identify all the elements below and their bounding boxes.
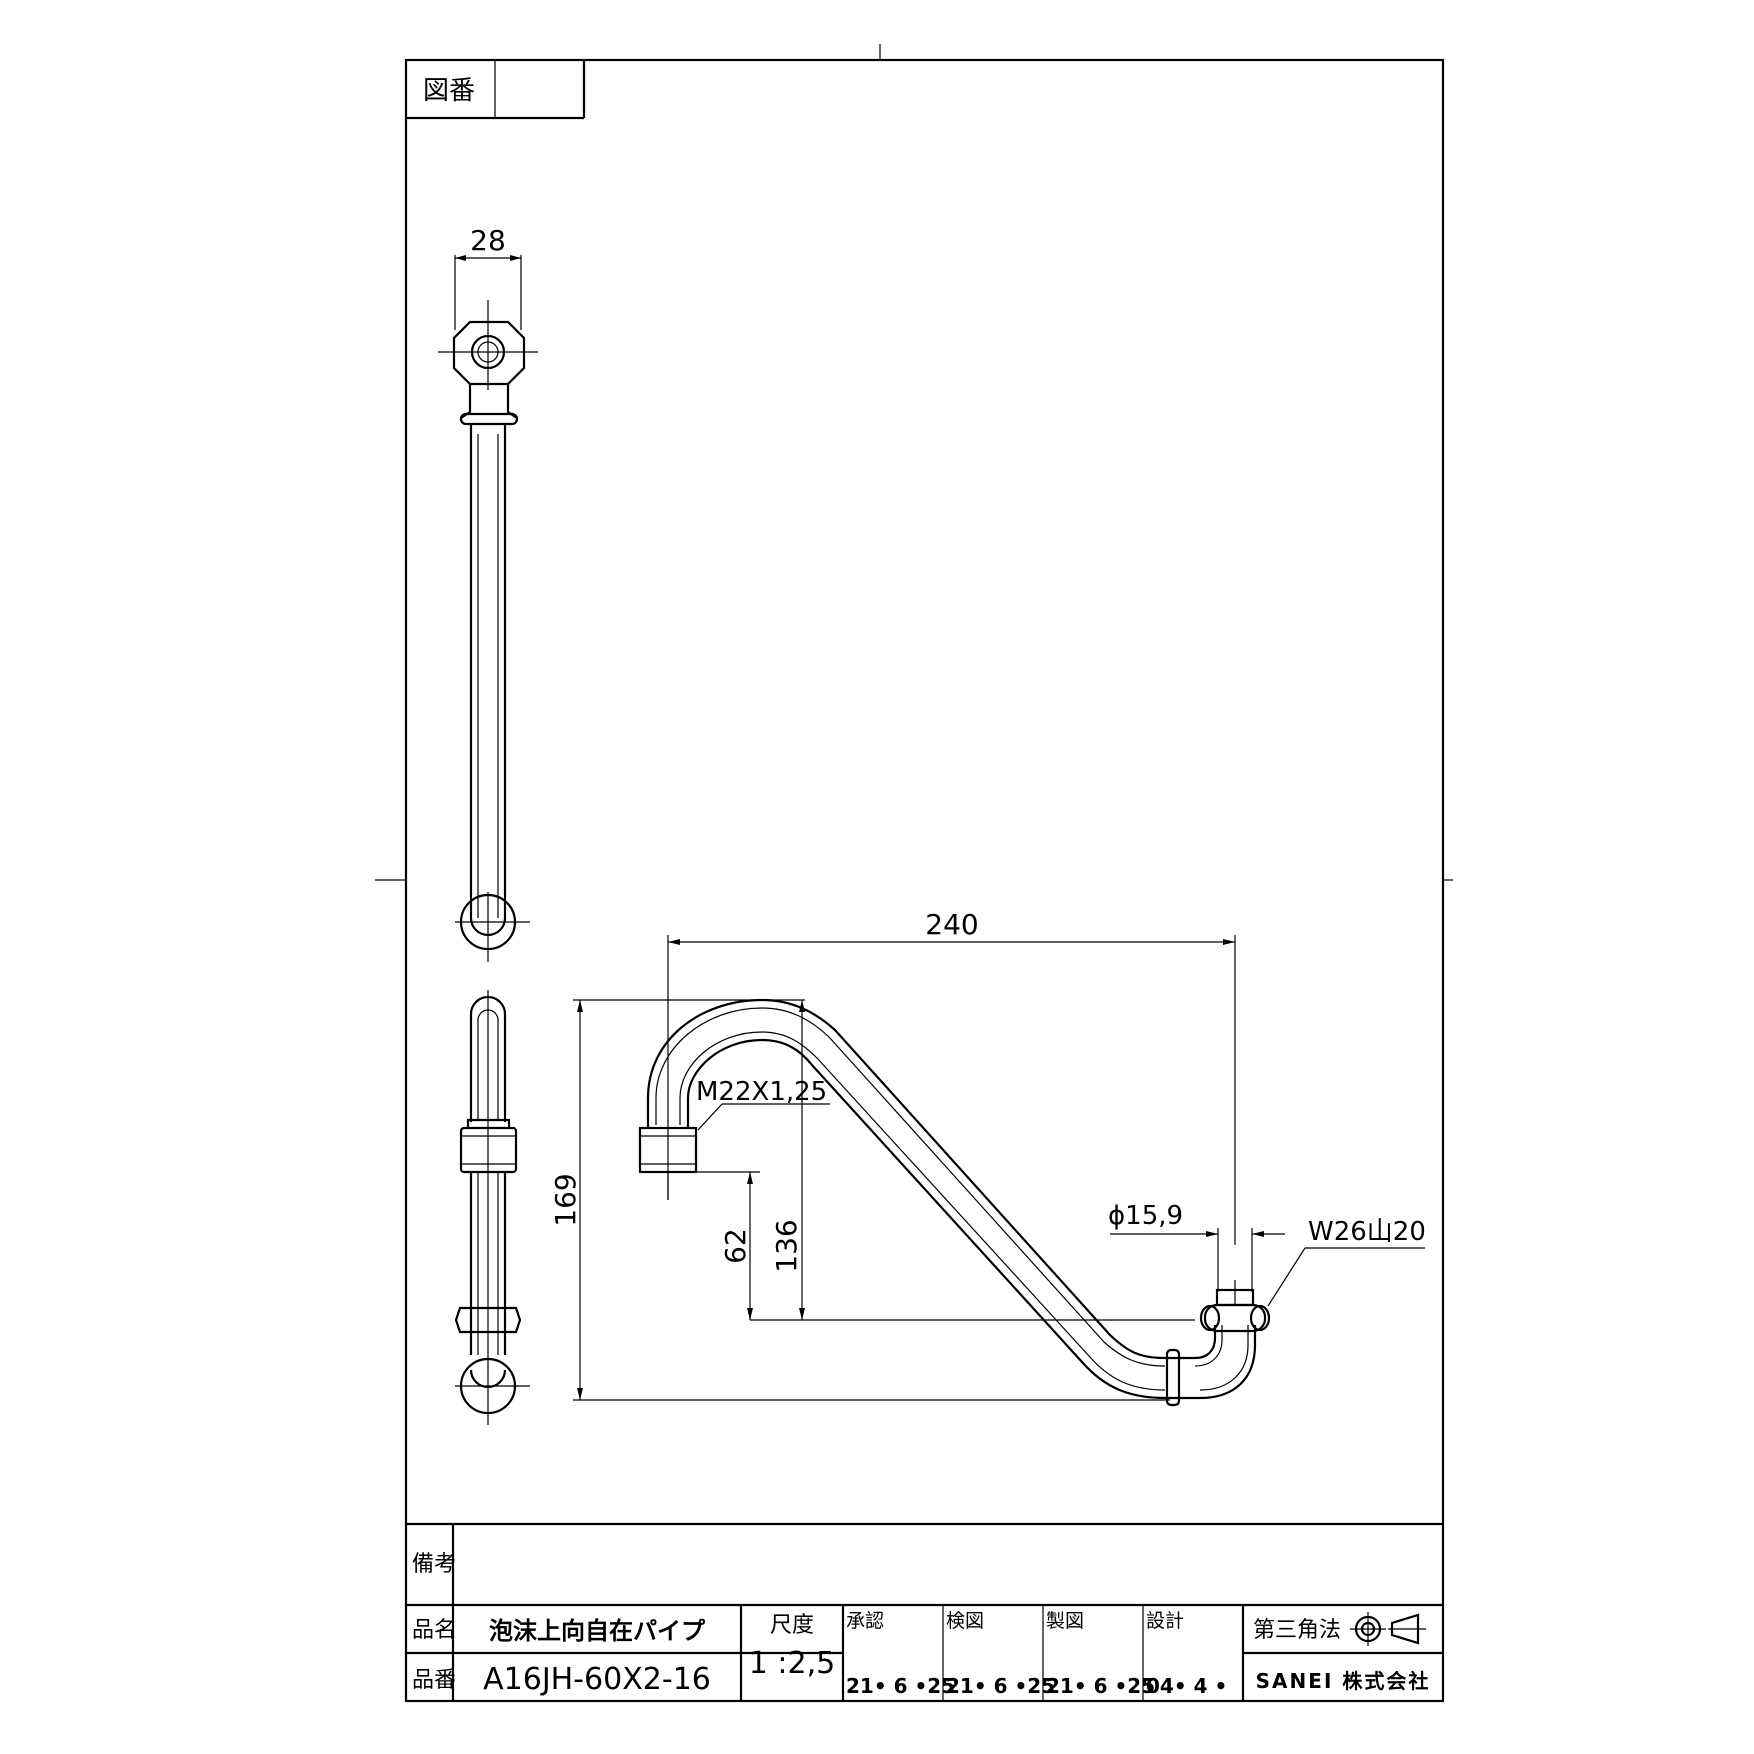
drafting-label: 製図 bbox=[1046, 1610, 1084, 1632]
scale-label: 尺度 bbox=[770, 1613, 814, 1638]
design-label: 設計 bbox=[1146, 1610, 1184, 1632]
check-date: 21• 6 •25 bbox=[946, 1674, 1055, 1698]
projection-label: 第三角法 bbox=[1253, 1618, 1341, 1643]
dim-28-label: 28 bbox=[470, 224, 506, 257]
dim-240-label: 240 bbox=[925, 908, 978, 941]
product-name-label: 品名 bbox=[412, 1618, 456, 1643]
remarks-label: 備考 bbox=[412, 1552, 456, 1577]
front-view: 240 169 62 136 M22X1,25 bbox=[549, 908, 1426, 1407]
design-date: 04• 4 • bbox=[1146, 1674, 1227, 1698]
scale-value: 1 :2,5 bbox=[749, 1646, 835, 1681]
drawing-frame bbox=[404, 58, 1445, 1703]
product-name: 泡沫上向自在パイプ bbox=[489, 1617, 706, 1645]
dim-169-label: 169 bbox=[549, 1173, 582, 1226]
product-number-label: 品番 bbox=[412, 1668, 456, 1693]
company-name: SANEI 株式会社 bbox=[1256, 1669, 1431, 1693]
dim-136-label: 136 bbox=[770, 1219, 803, 1272]
drafting-date: 21• 6 •25 bbox=[1046, 1674, 1155, 1698]
coupling-nut bbox=[459, 1126, 518, 1174]
side-view: 28 bbox=[438, 224, 538, 1425]
diameter-label: ϕ15,9 bbox=[1108, 1201, 1183, 1231]
drawing-number-label: 図番 bbox=[423, 76, 475, 106]
title-block: 備考 品名 泡沫上向自在パイプ 品番 A16JH-60X2-16 尺度 1 :2… bbox=[406, 1522, 1443, 1701]
pipe-ring bbox=[1165, 1348, 1181, 1407]
drawing-number-box: 図番 bbox=[406, 60, 586, 120]
third-angle-projection-icon bbox=[1350, 1612, 1426, 1646]
approval-label: 承認 bbox=[846, 1610, 884, 1632]
w26-thread-label: W26山20 bbox=[1308, 1217, 1426, 1247]
approval-date: 21• 6 •25 bbox=[846, 1674, 955, 1698]
dim-62-label: 62 bbox=[719, 1228, 752, 1264]
product-number: A16JH-60X2-16 bbox=[483, 1662, 711, 1697]
check-label: 検図 bbox=[946, 1610, 984, 1632]
hex-nut-top bbox=[452, 320, 526, 386]
m22-thread-label: M22X1,25 bbox=[696, 1077, 827, 1107]
